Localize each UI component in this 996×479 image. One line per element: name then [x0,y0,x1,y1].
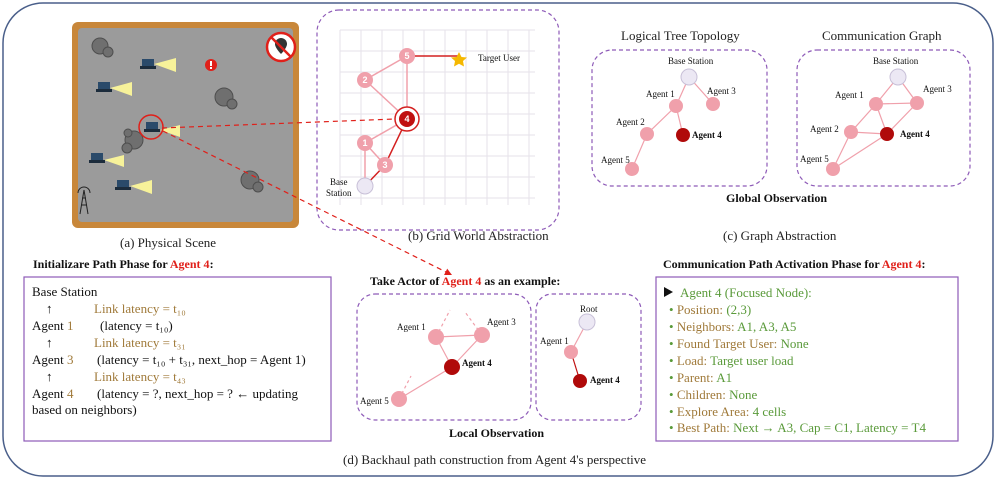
physical-scene [72,22,299,228]
comm-item-5: • Children: None [669,387,758,402]
grid-node-5 [399,48,415,64]
comm-item-3: • Load: Target user load [669,353,794,368]
local-agent1-label: Agent 1 [397,322,426,332]
tree-title: Logical Tree Topology [621,28,740,43]
base-station-label-2: Station [326,188,352,198]
comm-item-2: • Found Target User: None [669,336,809,351]
init-line-1: Base Station [32,284,98,299]
comm-item-0: • Position: (2,3) [669,302,751,317]
global-observation-label: Global Observation [726,191,827,205]
comm-agent4-label: Agent 4 [900,129,930,139]
tower-icon [77,186,91,215]
grid-nodes [356,48,420,195]
init-arrow-2: ↑ [46,335,53,350]
init-line-4: Link latency = t₃₁ [94,335,186,350]
init-title: Initializare Path Phase for Agent 4: [33,257,214,271]
drones [89,58,180,194]
comm-item-6: • Explore Area: 4 cells [669,404,786,419]
no-signal-icon [265,31,297,63]
grid-node-4 [399,111,415,127]
grid-node-2 [357,72,373,88]
comm-agent1-label: Agent 1 [835,90,864,100]
local-graph: Agent 1 Agent 3 Agent 4 Agent 5 [356,293,532,421]
caption-a: (a) Physical Scene [120,235,216,250]
alert-icon [205,59,217,71]
local-tree: Root Agent 1 Agent 4 [535,293,642,421]
init-line-3b: (latency = t₁₀) [100,318,173,333]
init-line-5b: (latency = t₁₀ + t₃₁, next_hop = Agent 1… [97,352,306,367]
init-line-7: Agent 4 [32,386,74,401]
grid-node-1 [357,135,373,151]
local-tree-agent4-label: Agent 4 [590,375,620,385]
local-tree-agent1-label: Agent 1 [540,336,569,346]
comm-agent3-label: Agent 3 [923,84,952,94]
scene-ground [78,28,293,222]
grid-label-4: 4 [404,114,409,124]
tree-agent1-label: Agent 1 [646,89,675,99]
grid-node-base [356,177,374,195]
comm-item-1: • Neighbors: A1, A3, A5 [669,319,796,334]
tree-agent3-label: Agent 3 [707,86,736,96]
tree-agent2-label: Agent 2 [616,117,645,127]
base-station-label-1: Base [330,177,348,187]
comm-item-4: • Parent: A1 [669,370,732,385]
local-observation-label: Local Observation [449,426,544,440]
init-line-6: Link latency = t₄₃ [94,369,186,384]
target-star-icon [451,52,467,67]
grid-label-3: 3 [382,160,387,170]
init-lines: Base Station ↑ Link latency = t₁₀ Agent … [32,284,306,417]
tree-agent4-label: Agent 4 [692,130,722,140]
comm-agent5-label: Agent 5 [800,154,829,164]
comm-title: Communication Graph [822,28,942,43]
comm-graph: Base Station Agent 1 Agent 3 Agent 2 Age… [796,49,971,187]
init-line-2: Link latency = t₁₀ [94,301,186,316]
tree-agent5-label: Agent 5 [601,155,630,165]
init-line-7b: (latency = ?, next_hop = ? ← updating [97,386,298,401]
tree-base-label: Base Station [668,56,714,66]
grid-node-3 [377,157,393,173]
caption-b: (b) Grid World Abstraction [408,228,549,243]
comm-phase-title: Communication Path Activation Phase for … [663,257,925,271]
local-agent3-label: Agent 3 [487,317,516,327]
comm-agent2-label: Agent 2 [810,124,839,134]
init-arrow-1: ↑ [46,301,53,316]
grid-frame [316,9,560,231]
target-user-label: Target User [478,53,520,63]
grid-label-2: 2 [362,75,367,85]
init-box [23,276,332,442]
init-arrow-3: ↑ [46,369,53,384]
init-line-5: Agent 3 [32,352,74,367]
grid-lines [339,29,535,205]
connector-scene-to-grid [161,118,396,129]
rocks [91,37,264,193]
comm-base-label: Base Station [873,56,919,66]
init-line-8: based on neighbors) [32,402,137,417]
play-triangle-icon [664,287,673,297]
grid-label-5: 5 [404,51,409,61]
grid-label-1: 1 [362,138,367,148]
caption-c: (c) Graph Abstraction [723,228,837,243]
comm-header: Agent 4 (Focused Node): [680,285,812,300]
comm-box [655,276,959,442]
local-agent5-label: Agent 5 [360,396,389,406]
local-root-label: Root [580,304,598,314]
comm-lines: Agent 4 (Focused Node): • Position: (2,3… [664,285,926,435]
comm-item-7: • Best Path: Next → A3, Cap = C1, Latenc… [669,420,926,435]
local-title: Take Actor of Agent 4 as an example: [370,274,560,288]
init-line-3: Agent 1 [32,318,74,333]
caption-d: (d) Backhaul path construction from Agen… [343,452,646,467]
tree-graph: Base Station Agent 1 Agent 3 Agent 2 Age… [591,49,768,187]
local-agent4-label: Agent 4 [462,358,492,368]
grid-world: 5 2 4 1 3 Target User Base Station [316,9,560,231]
focused-agent-ring [138,114,164,140]
